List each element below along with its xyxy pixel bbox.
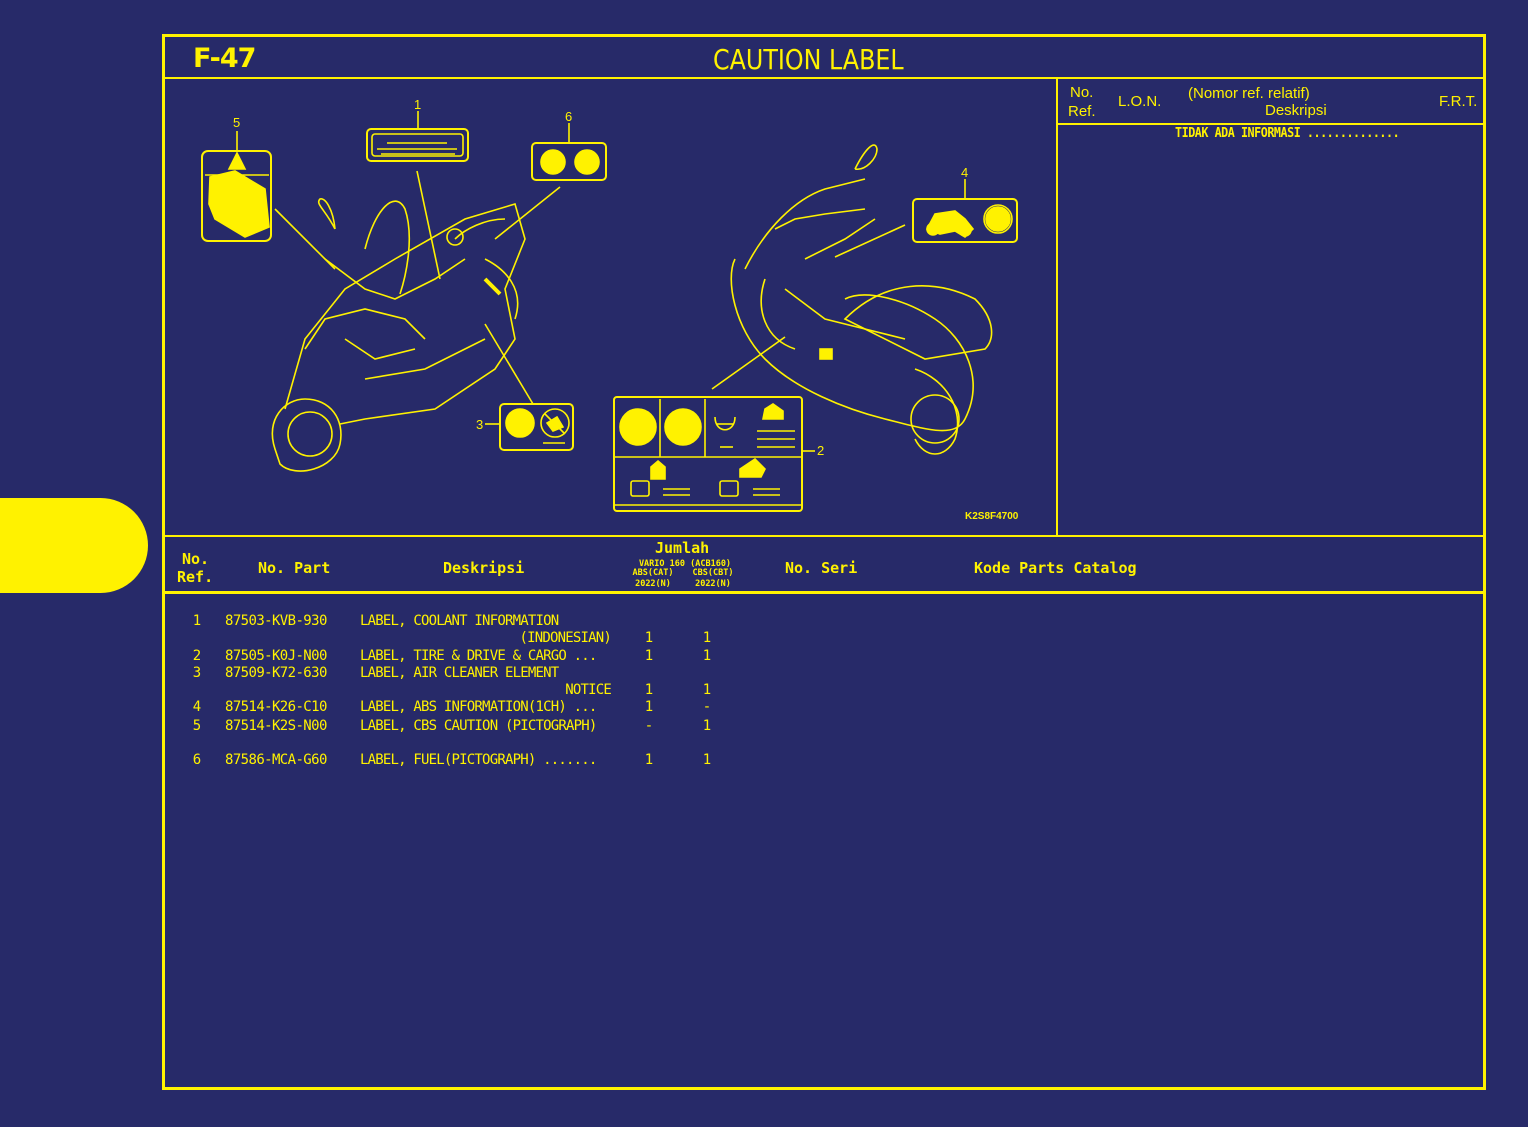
diagram-reference-code: K2S8F4700 bbox=[965, 511, 1019, 522]
year-abs: 2022(N) bbox=[635, 579, 671, 589]
parts-catalog-page: F-47 CAUTION LABEL bbox=[162, 34, 1486, 1090]
table-row[interactable]: 3 87509-K72-630 LABEL, AIR CLEANER ELEME… bbox=[192, 665, 559, 681]
col-no-part: No. Part bbox=[258, 559, 331, 577]
info-panel: No. Ref. L.O.N. (Nomor ref. relatif) Des… bbox=[1056, 79, 1485, 535]
table-row[interactable]: 4 87514-K26-C10 LABEL, ABS INFORMATION(1… bbox=[192, 699, 712, 715]
callout-5: 5 bbox=[233, 115, 240, 130]
no-ref-label-2: Ref. bbox=[1068, 103, 1096, 120]
col-deskripsi: Deskripsi bbox=[443, 559, 525, 577]
table-row-continuation: (INDONESIAN) 1 1 bbox=[519, 630, 712, 646]
callout-4: 4 bbox=[961, 165, 968, 180]
col-jumlah: Jumlah bbox=[655, 539, 710, 557]
deskripsi-label: Deskripsi bbox=[1265, 102, 1327, 119]
col-no-ref: No. bbox=[182, 550, 210, 568]
frt-label: F.R.T. bbox=[1439, 93, 1478, 110]
col-kode-parts-catalog: Kode Parts Catalog bbox=[974, 559, 1137, 577]
page-code: F-47 bbox=[193, 43, 256, 74]
callout-2: 2 bbox=[817, 443, 824, 458]
table-row[interactable]: 6 87586-MCA-G60 LABEL, FUEL(PICTOGRAPH) … bbox=[192, 752, 712, 768]
model-abs: ABS(CAT) bbox=[632, 568, 674, 578]
col-no-seri: No. Seri bbox=[785, 559, 858, 577]
year-cbs: 2022(N) bbox=[695, 579, 731, 589]
callout-3: 3 bbox=[476, 417, 483, 432]
lon-label: L.O.N. bbox=[1118, 93, 1162, 110]
info-panel-body: TIDAK ADA INFORMASI .............. bbox=[1175, 126, 1400, 141]
table-row-continuation: NOTICE 1 1 bbox=[565, 682, 712, 698]
model-name: VARIO 160 (ACB160) bbox=[638, 559, 732, 569]
model-cbs: CBS(CBT) bbox=[692, 568, 734, 578]
title-bar: F-47 CAUTION LABEL bbox=[165, 37, 1483, 79]
callout-6: 6 bbox=[565, 109, 572, 124]
parts-table-header: No. Ref. No. Part Deskripsi Jumlah VARIO… bbox=[165, 535, 1483, 594]
col-no-ref-2: Ref. bbox=[177, 568, 214, 586]
info-panel-header: No. Ref. L.O.N. (Nomor ref. relatif) Des… bbox=[1058, 79, 1485, 125]
no-ref-label: No. bbox=[1070, 84, 1094, 101]
callout-1: 1 bbox=[414, 97, 421, 112]
page-title: CAUTION LABEL bbox=[713, 43, 904, 76]
scooter-diagram-icon: 5 1 6 4 3 2 bbox=[201, 97, 1018, 512]
table-row[interactable]: 5 87514-K2S-N00 LABEL, CBS CAUTION (PICT… bbox=[192, 718, 712, 734]
nomor-ref-label: (Nomor ref. relatif) bbox=[1188, 85, 1310, 102]
table-row[interactable]: 1 87503-KVB-930 LABEL, COOLANT INFORMATI… bbox=[192, 613, 559, 629]
table-row[interactable]: 2 87505-K0J-N00 LABEL, TIRE & DRIVE & CA… bbox=[192, 648, 712, 664]
exploded-diagram: 5 1 6 4 3 2 K2S8F4700 bbox=[165, 79, 1056, 535]
section-tab-marker bbox=[0, 498, 148, 593]
